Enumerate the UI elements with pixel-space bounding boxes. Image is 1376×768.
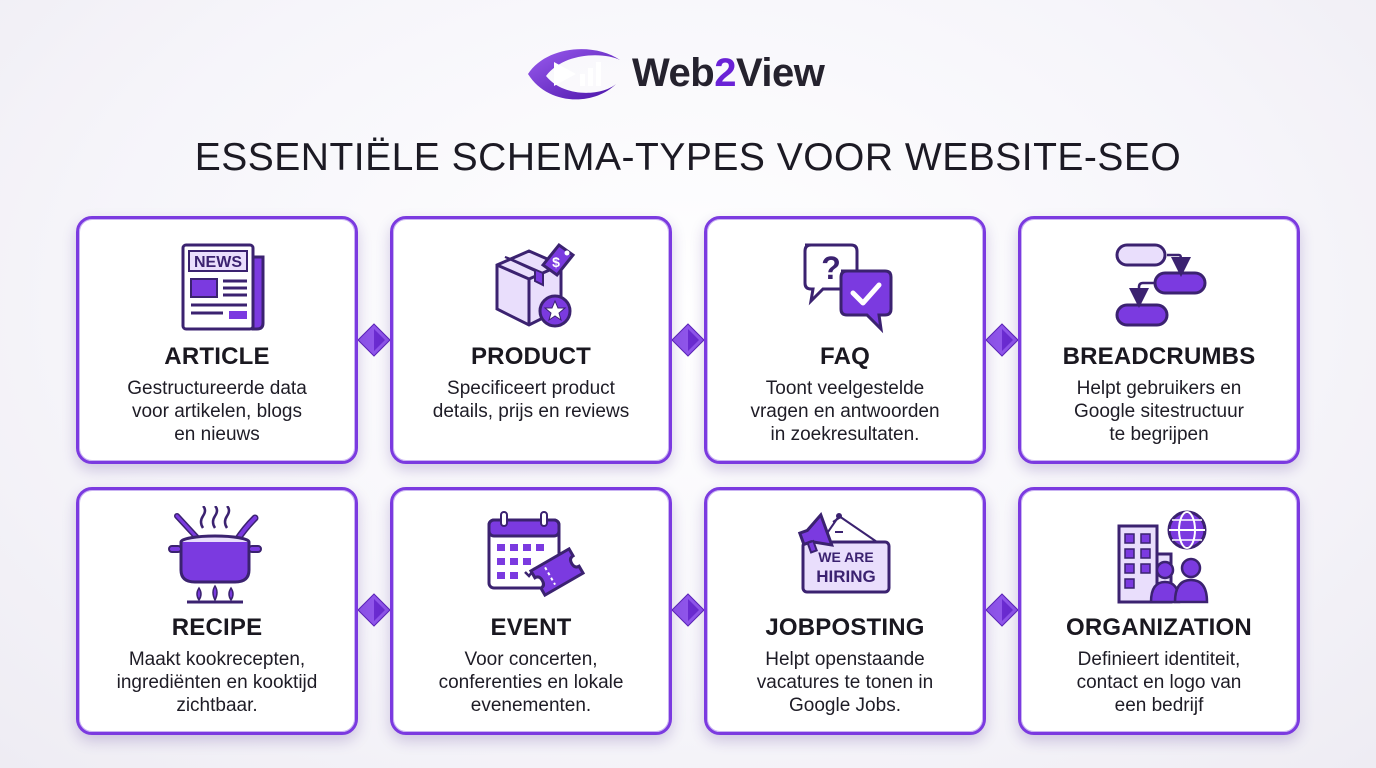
card-product: $ PRODUCT Specificeert product details, … [390, 216, 672, 464]
card-title: JOBPOSTING [765, 614, 925, 641]
card-description: Toont veelgestelde vragen en antwoorden … [750, 378, 940, 445]
hiring-sign-icon: WE ARE HIRING [793, 506, 903, 606]
flow-steps-icon [1107, 235, 1217, 335]
card-breadcrumbs: BREADCRUMBS Helpt gebruikers en Google s… [1018, 216, 1300, 464]
newspaper-icon-text: NEWS [194, 254, 242, 271]
card-recipe: RECIPE Maakt kookrecepten, ingrediënten … [76, 487, 358, 735]
card-description: Helpt gebruikers en Google sitestructuur… [1073, 378, 1245, 445]
card-description: Specificeert product details, prijs en r… [432, 378, 630, 422]
svg-text:$: $ [552, 254, 560, 270]
product-box-icon: $ [479, 235, 589, 335]
building-globe-people-icon [1107, 506, 1217, 606]
card-description: Maakt kookrecepten, ingrediënten en kook… [116, 649, 318, 716]
card-title: PRODUCT [470, 343, 592, 370]
card-jobposting: WE ARE HIRING JOBPOSTING Helpt openstaan… [704, 487, 986, 735]
card-article: NEWS ARTICLE Gestructureerde data voor a… [76, 216, 358, 464]
card-description: Voor concerten, conferenties en lokale e… [438, 649, 624, 716]
svg-text:?: ? [821, 250, 841, 286]
connector-diamond [671, 593, 705, 627]
connector-diamond [985, 323, 1019, 357]
card-description: Definieert identiteit, contact en logo v… [1076, 649, 1242, 716]
card-description: Gestructureerde data voor artikelen, blo… [127, 378, 307, 445]
question-answer-icon: ? [793, 235, 903, 335]
connector-diamond [985, 593, 1019, 627]
hiring-sign-line2: HIRING [816, 567, 876, 586]
card-faq: ? FAQ Toont veelgestelde vragen en antwo… [704, 216, 986, 464]
card-title: FAQ [820, 343, 870, 370]
connector-diamond [357, 593, 391, 627]
card-title: RECIPE [171, 614, 263, 641]
card-title: EVENT [490, 614, 572, 641]
connector-diamond [357, 323, 391, 357]
calendar-ticket-icon [479, 506, 589, 606]
cooking-pot-icon [165, 505, 275, 606]
newspaper-icon: NEWS [165, 235, 275, 335]
card-organization: ORGANIZATION Definieert identiteit, cont… [1018, 487, 1300, 735]
card-title: ORGANIZATION [1066, 614, 1252, 641]
card-title: ARTICLE [164, 343, 270, 370]
card-description: Helpt openstaande vacatures te tonen in … [756, 649, 934, 716]
card-title: BREADCRUMBS [1062, 343, 1256, 370]
connector-diamond [671, 323, 705, 357]
brand-logo: Web2View [524, 40, 825, 106]
brand-name: Web2View [632, 50, 825, 95]
hiring-sign-line1: WE ARE [818, 549, 873, 565]
page-title: ESSENTIËLE SCHEMA-TYPES VOOR WEBSITE-SEO [194, 136, 1182, 179]
card-event: EVENT Voor concerten, conferenties en lo… [390, 487, 672, 735]
eye-play-chart-icon [528, 49, 620, 100]
